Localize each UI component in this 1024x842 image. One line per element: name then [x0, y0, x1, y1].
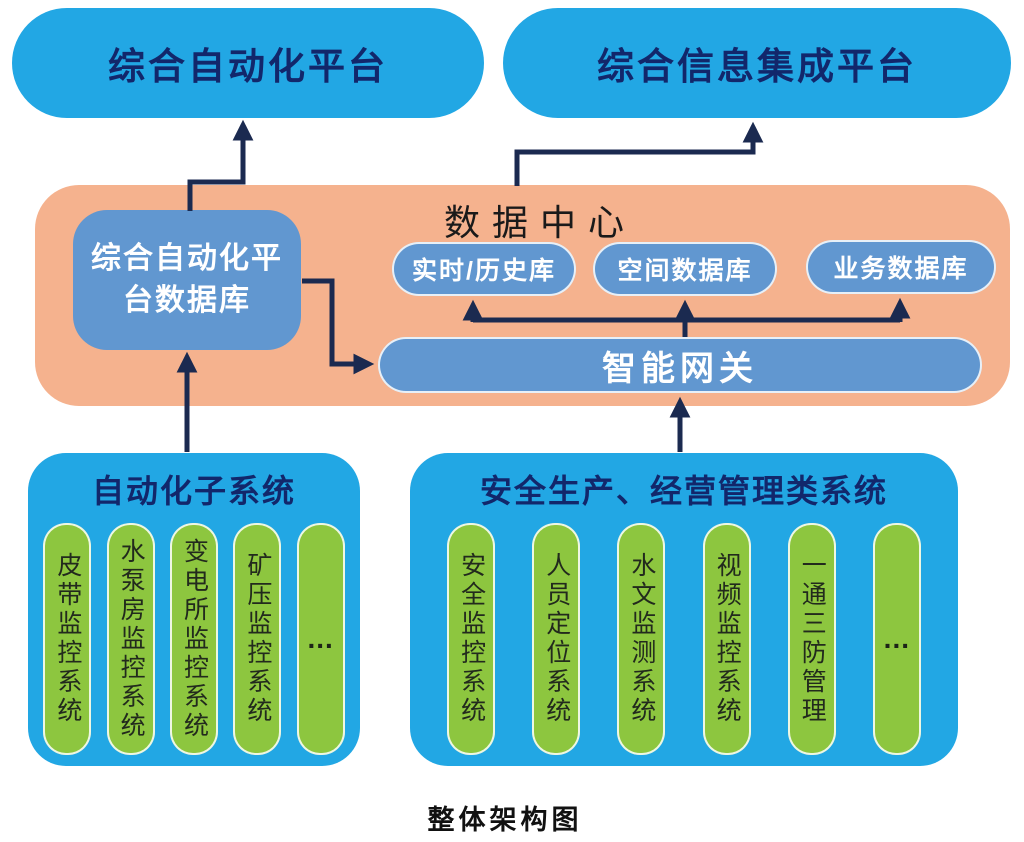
realtime-history-db-pill: 实时/历史库: [392, 242, 576, 296]
safety-management-pill-row: 安全监控系统 人员定位系统 水文监测系统 视频监控系统 一通三防管理 ...: [410, 523, 958, 755]
intelligent-gateway-bar: 智能网关: [378, 337, 982, 393]
spatial-db-label: 空间数据库: [617, 257, 753, 285]
data-center-title: 数据中心: [443, 202, 636, 243]
subsystem-substation-monitoring-pill: 变电所监控系统: [169, 523, 218, 755]
system-ventilation-management-pill: 一通三防管理: [787, 523, 836, 755]
system-ventilation-management-label: 一通三防管理: [798, 552, 827, 726]
automation-subsystems-pill-row: 皮带监控系统 水泵房监控系统 变电所监控系统 矿压监控系统 ...: [28, 523, 360, 755]
automation-platform-db-box: 综合自动化平 台数据库: [73, 210, 301, 350]
spatial-db-pill: 空间数据库: [593, 242, 777, 296]
automation-subsystems-group: 自动化子系统 皮带监控系统 水泵房监控系统 变电所监控系统 矿压监控系统 ...: [28, 453, 360, 766]
intelligent-gateway-label: 智能网关: [602, 349, 758, 388]
safety-management-systems-title: 安全生产、经营管理类系统: [479, 473, 888, 509]
business-db-pill: 业务数据库: [806, 240, 996, 294]
business-db-label: 业务数据库: [833, 255, 969, 283]
automation-platform-db-line2: 台数据库: [123, 284, 251, 317]
subsystem-belt-monitoring-label: 皮带监控系统: [53, 552, 82, 726]
system-more-pill: ...: [872, 523, 921, 755]
system-safety-monitoring-label: 安全监控系统: [457, 552, 486, 726]
subsystem-more-pill: ...: [296, 523, 345, 755]
arrow-datacenter-to-integration-platform: [514, 121, 764, 186]
system-hydrology-monitoring-pill: 水文监测系统: [617, 523, 666, 755]
system-video-monitoring-label: 视频监控系统: [713, 552, 742, 726]
platform-integration-label: 综合信息集成平台: [597, 46, 917, 87]
system-personnel-positioning-pill: 人员定位系统: [532, 523, 581, 755]
diagram-caption: 整体架构图: [427, 805, 583, 835]
automation-platform-db-line1: 综合自动化平: [91, 242, 283, 275]
subsystem-mine-pressure-monitoring-pill: 矿压监控系统: [233, 523, 282, 755]
system-more-ellipsis: ...: [883, 623, 911, 654]
system-safety-monitoring-pill: 安全监控系统: [447, 523, 496, 755]
platform-automation-label: 综合自动化平台: [108, 46, 388, 87]
system-video-monitoring-pill: 视频监控系统: [702, 523, 751, 755]
platform-automation-pill: 综合自动化平台: [12, 8, 484, 118]
subsystem-belt-monitoring-pill: 皮带监控系统: [43, 523, 92, 755]
realtime-history-db-label: 实时/历史库: [412, 257, 556, 285]
system-personnel-positioning-label: 人员定位系统: [542, 552, 571, 726]
platform-integration-pill: 综合信息集成平台: [503, 8, 1011, 118]
automation-subsystems-title: 自动化子系统: [91, 473, 296, 509]
system-hydrology-monitoring-label: 水文监测系统: [627, 552, 656, 726]
subsystem-mine-pressure-monitoring-label: 矿压监控系统: [243, 552, 272, 726]
safety-management-systems-group: 安全生产、经营管理类系统 安全监控系统 人员定位系统 水文监测系统 视频监控系统…: [410, 453, 958, 766]
subsystem-more-ellipsis: ...: [307, 623, 334, 654]
subsystem-pump-room-monitoring-label: 水泵房监控系统: [117, 537, 146, 741]
subsystem-substation-monitoring-label: 变电所监控系统: [180, 537, 209, 741]
subsystem-pump-room-monitoring-pill: 水泵房监控系统: [106, 523, 155, 755]
